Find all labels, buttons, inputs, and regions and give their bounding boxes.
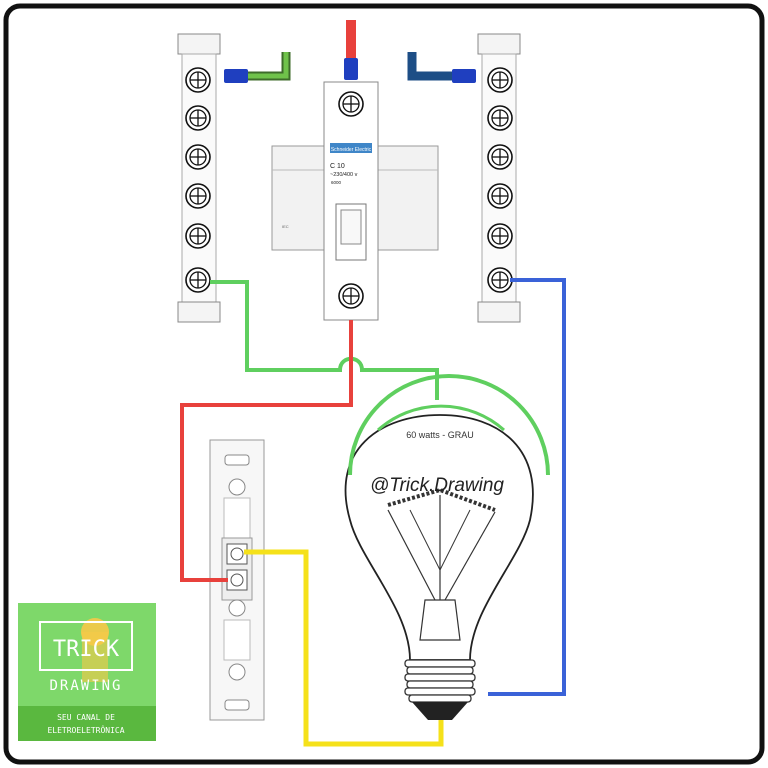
breaker-code: 6000 bbox=[331, 180, 342, 185]
incoming-ground-wire bbox=[224, 52, 291, 83]
breaker-small-mark: IEC bbox=[282, 224, 289, 229]
logo-tagline2: ELETROELETRÔNICA bbox=[47, 724, 124, 735]
breaker-rating: C 10 bbox=[330, 163, 345, 170]
bulb-rim-text: 60 watts - GRAU bbox=[406, 430, 474, 440]
neutral-terminal-bar bbox=[477, 33, 521, 323]
logo-line2: DRAWING bbox=[49, 678, 122, 694]
channel-logo: TRICK DRAWING SEU CANAL DE ELETROELETRÔN… bbox=[18, 603, 156, 741]
incoming-neutral-wire bbox=[407, 52, 476, 83]
return-wire bbox=[244, 549, 444, 747]
logo-line1: TRICK bbox=[53, 637, 120, 662]
ground-wire bbox=[210, 280, 439, 400]
screw-terminal-icon bbox=[185, 67, 211, 93]
breaker-voltage: ~230/400 v bbox=[330, 172, 358, 178]
breaker-brand: Schneider Electric bbox=[331, 147, 372, 153]
logo-tagline1: SEU CANAL DE bbox=[57, 713, 115, 722]
phase-wire bbox=[180, 320, 353, 582]
neutral-wire bbox=[488, 278, 566, 696]
lightbulb-icon: 60 watts - GRAU bbox=[344, 374, 550, 720]
watermark-text: @Trick.Drawing bbox=[370, 475, 504, 496]
ground-terminal-bar bbox=[177, 33, 221, 323]
incoming-phase-wire bbox=[344, 20, 358, 80]
